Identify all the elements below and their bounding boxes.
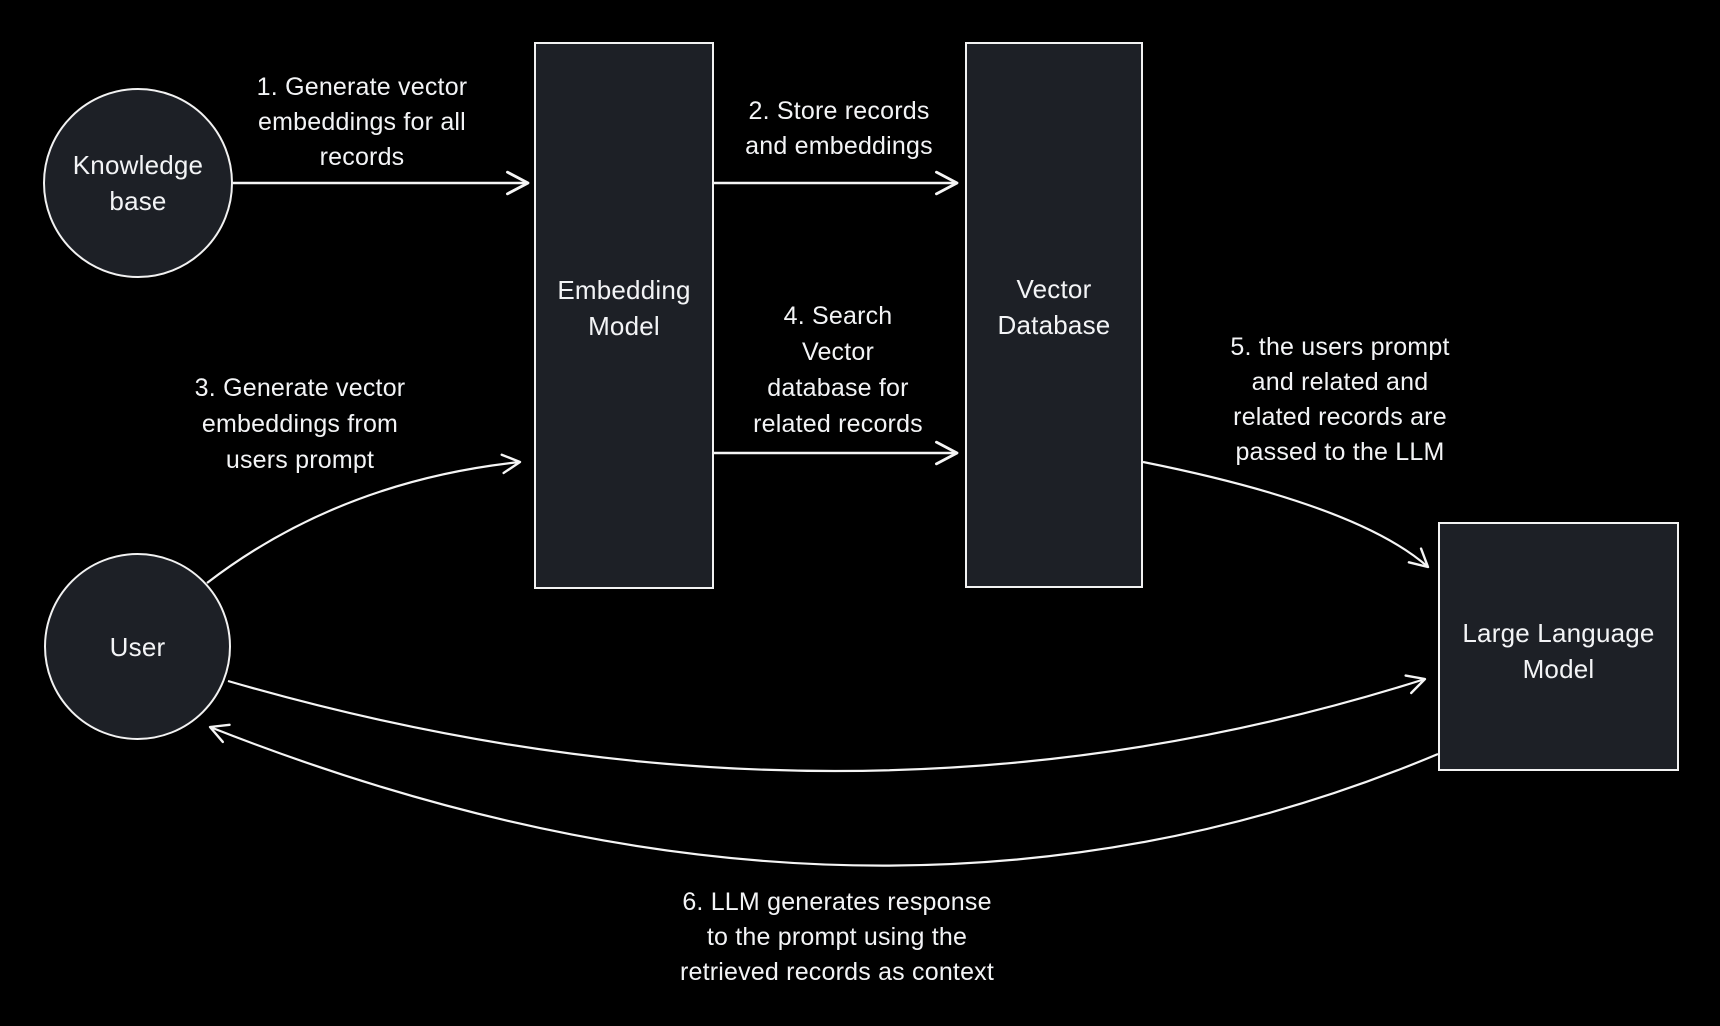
knowledge-base-label: Knowledge base bbox=[72, 150, 204, 216]
edge-2-label: 2. Store records and embeddings bbox=[745, 97, 933, 160]
edge-5-label: 5. the users prompt and related and rela… bbox=[1230, 333, 1450, 466]
vector-database-label: Vector Database bbox=[997, 274, 1111, 340]
edge-3-label: 3. Generate vector embeddings from users… bbox=[194, 374, 406, 474]
edge-1-label: 1. Generate vector embeddings for all re… bbox=[256, 73, 468, 171]
large-language-model-label: Large Language Model bbox=[1462, 617, 1655, 684]
node-embedding-model: Embedding Model bbox=[534, 42, 714, 589]
edge-6-label: 6. LLM generates response to the prompt … bbox=[679, 888, 995, 986]
node-user: User bbox=[44, 553, 231, 740]
node-large-language-model: Large Language Model bbox=[1438, 522, 1679, 771]
edge-4-label: 4. Search Vector database for related re… bbox=[753, 302, 923, 438]
edge-6a-arrow bbox=[227, 674, 1427, 773]
user-label: User bbox=[109, 631, 166, 662]
node-knowledge-base: Knowledge base bbox=[43, 88, 233, 278]
embedding-model-label: Embedding Model bbox=[557, 274, 691, 341]
edge-6b-arrow bbox=[208, 723, 1439, 867]
node-vector-database: Vector Database bbox=[965, 42, 1143, 588]
edge-3-arrow bbox=[206, 453, 522, 584]
edge-5-arrow bbox=[1142, 460, 1430, 569]
